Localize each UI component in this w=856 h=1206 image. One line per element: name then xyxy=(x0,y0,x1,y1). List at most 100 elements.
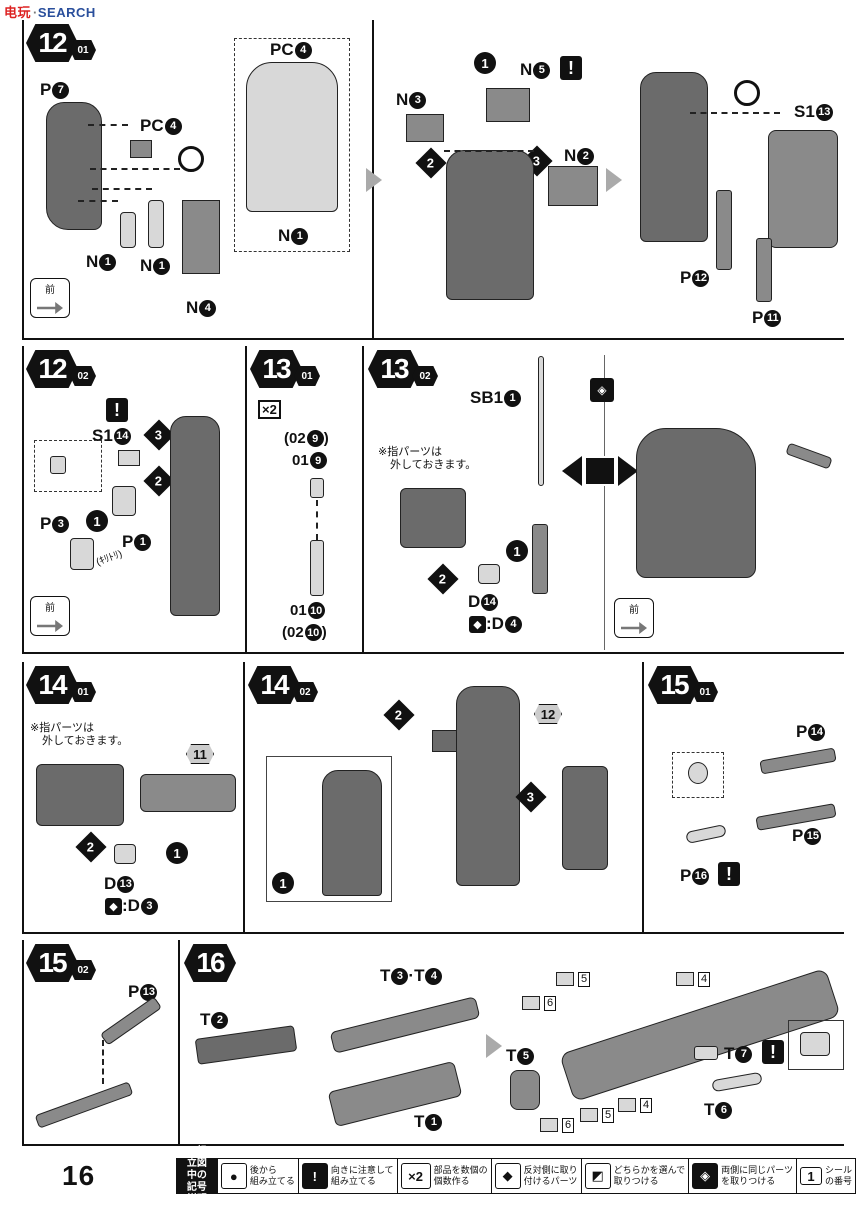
opposite-side-icon: ◆ xyxy=(494,1163,521,1189)
step-12-01-badge: 12 01 xyxy=(26,24,96,62)
seq-1-1202: 1 xyxy=(86,510,108,532)
part-ref-11: 11 xyxy=(186,744,214,764)
part-p1 xyxy=(112,486,136,516)
part-s1-14 xyxy=(118,450,140,466)
row4-left xyxy=(22,940,24,1144)
part-inset-16 xyxy=(800,1032,830,1056)
sticker-6-bot-num: 6 xyxy=(562,1118,575,1133)
part-p3 xyxy=(70,538,94,570)
step-sub-number: 01 xyxy=(692,682,718,702)
seq-2-1402: 2 xyxy=(383,699,415,731)
flow-arrow-2 xyxy=(606,168,622,192)
legend-item-orientation: ! 向きに注意して組み立てる xyxy=(299,1159,398,1193)
step-sub-number: 01 xyxy=(70,682,96,702)
sticker-6-bot xyxy=(540,1118,558,1132)
legend-item-choose: ◩ どちらかを選んで取りつける xyxy=(582,1159,690,1193)
watermark: 电玩·SEARCH xyxy=(4,2,96,21)
part-hand-1302 xyxy=(400,488,466,548)
dash-12-01-b xyxy=(90,168,180,170)
part-n2 xyxy=(548,166,598,206)
step-15-01-badge: 15 01 xyxy=(648,666,718,704)
seq-3-1402: 3 xyxy=(515,781,547,813)
step-14-01-badge: 14 01 xyxy=(26,666,96,704)
row3-div1 xyxy=(243,662,245,932)
part-pin-1302 xyxy=(785,442,833,470)
part-blade-1502 xyxy=(34,1081,134,1129)
legend-title-l2: 記号説明 xyxy=(186,1182,207,1205)
row4-div1 xyxy=(178,940,180,1144)
warning-icon-t7: ! xyxy=(762,1040,784,1064)
cut-note: (ｷﾘﾄﾘ) xyxy=(94,548,124,569)
flow-arrow-3 xyxy=(486,1034,502,1058)
step-number: 16 xyxy=(184,944,236,982)
sticker-5-bot xyxy=(580,1108,598,1122)
part-sb1-rod xyxy=(538,356,544,486)
row2-div3 xyxy=(604,355,605,650)
later-assembly-icon: ● xyxy=(220,1163,247,1189)
step-number: 14 xyxy=(26,666,78,704)
part-n1-b xyxy=(148,200,164,248)
part-t6 xyxy=(711,1071,763,1093)
seq-2-1302: 2 xyxy=(427,563,459,595)
later-assembly-icon xyxy=(178,146,204,172)
part-p13 xyxy=(99,996,163,1046)
page-number: 16 xyxy=(62,1160,96,1191)
step-12-02-badge: 12 02 xyxy=(26,350,96,388)
part-fist-1402 xyxy=(562,766,608,870)
quantity-x2: ×2 xyxy=(258,400,281,419)
finger-note-l2: 外しておきます。 xyxy=(42,735,129,747)
sticker-4-top-num: 4 xyxy=(698,972,711,987)
sticker-number-icon: 1 xyxy=(799,1167,822,1185)
part-n3 xyxy=(406,114,444,142)
step-number: 15 xyxy=(648,666,700,704)
part-p16 xyxy=(685,823,727,845)
dash-row1b-a xyxy=(444,150,534,152)
step-number: 12 xyxy=(26,24,78,62)
sticker-4-top xyxy=(676,972,694,986)
legend-item-sticker: 1 シールの番号 xyxy=(797,1159,855,1193)
legend-item-both-sides: ◈ 両側に同じパーツを取りつける xyxy=(689,1159,797,1193)
step-14-02-badge: 14 02 xyxy=(248,666,318,704)
dash-12-01-a xyxy=(88,124,128,126)
part-sticker-detail xyxy=(50,456,66,474)
inset-1402 xyxy=(266,756,392,902)
seq-1-1402: 1 xyxy=(272,872,294,894)
row3-bottom xyxy=(22,932,844,934)
part-n5 xyxy=(486,88,530,122)
symbol-legend: ※組立図中の 記号説明 ● 後から組み立てる ! 向きに注意して組み立てる ×2… xyxy=(176,1146,856,1205)
part-n1-a xyxy=(120,212,136,248)
inset-pc4 xyxy=(234,38,350,252)
part-torso-1302 xyxy=(636,428,756,578)
step-13-02-badge: 13 02 xyxy=(368,350,438,388)
front-direction-icon-12-01: 前 xyxy=(30,278,70,318)
watermark-cn: 电玩 xyxy=(4,5,32,20)
part-s1-13 xyxy=(768,130,838,248)
frame-left xyxy=(22,20,24,338)
flow-arrow-1 xyxy=(366,168,382,192)
row2-div1 xyxy=(245,346,247,652)
legend-item-opposite: ◆ 反対側に取り付けるパーツ xyxy=(492,1159,582,1193)
dash-12-01-c xyxy=(92,188,152,190)
finger-note-1302: ※指パーツは 外しておきます。 xyxy=(378,446,476,472)
finger-note-l1: ※指パーツは xyxy=(30,722,94,734)
part-o1-10 xyxy=(310,540,324,596)
dash-12-01-d xyxy=(78,200,118,202)
